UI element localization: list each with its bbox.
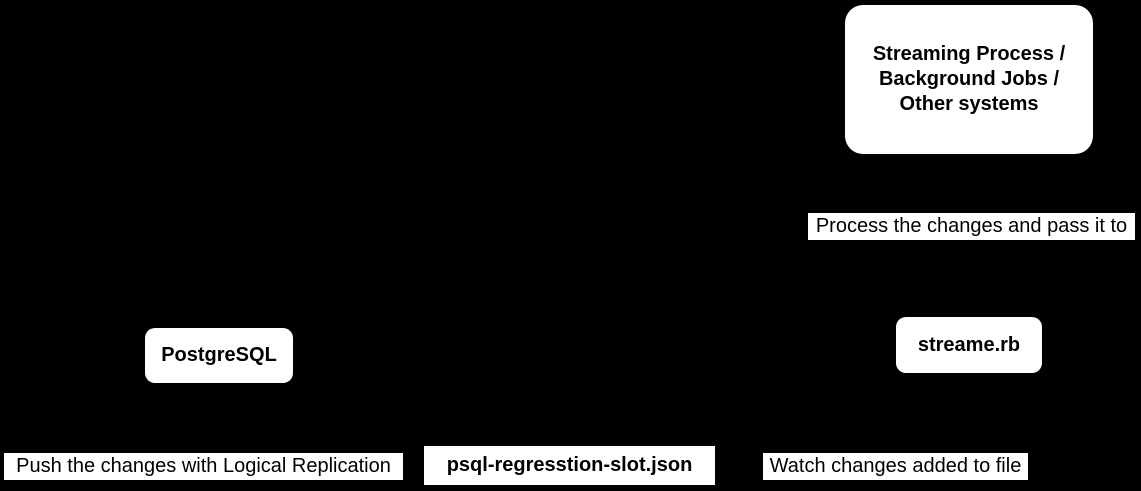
node-streaming-process: Streaming Process / Background Jobs / Ot… xyxy=(845,5,1093,154)
node-postgresql: PostgreSQL xyxy=(145,328,293,383)
edge-label-push-changes: Push the changes with Logical Replicatio… xyxy=(4,453,403,480)
node-streaming-line-3: Other systems xyxy=(899,93,1039,115)
node-slot-file: psql-regresstion-slot.json xyxy=(424,446,715,485)
node-streaming-line-1: Streaming Process / xyxy=(872,43,1066,65)
node-streame-rb: streame.rb xyxy=(896,317,1042,373)
edge-label-process-changes: Process the changes and pass it to xyxy=(808,213,1135,240)
edge-label-watch-changes: Watch changes added to file xyxy=(763,453,1028,480)
node-streaming-line-2: Background Jobs / xyxy=(878,68,1060,90)
